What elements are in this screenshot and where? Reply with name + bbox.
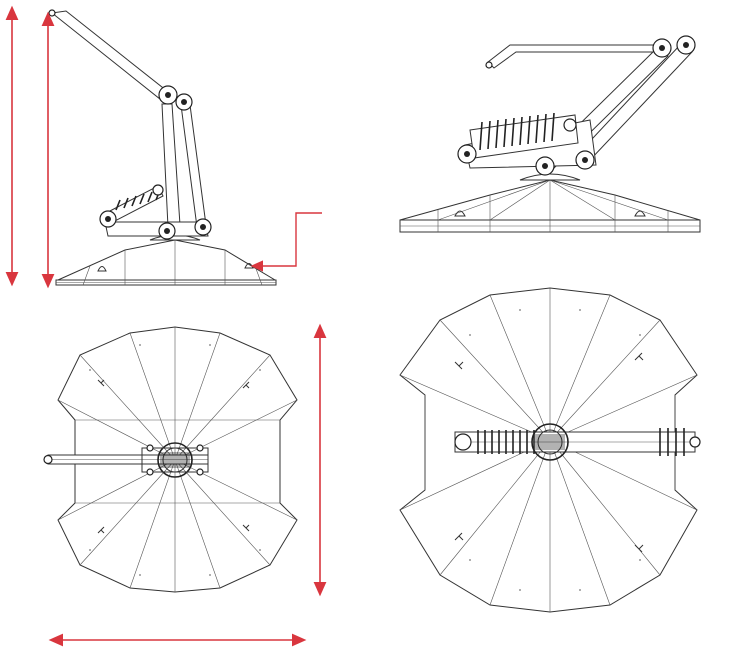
perspective-base-plate [399, 173, 701, 233]
top-view-perspective [399, 287, 701, 613]
side-base-plate [55, 234, 277, 286]
perspective-linkage [457, 35, 696, 176]
perspective-view [399, 35, 701, 233]
dimension-annotations [5, 5, 327, 647]
top-view [43, 326, 298, 593]
side-view [48, 9, 277, 286]
top-mechanism [43, 442, 209, 478]
side-linkage [48, 9, 212, 240]
top-perspective-mechanism [454, 423, 701, 461]
leader-arrow [250, 212, 322, 272]
perspective-spring-shock [469, 112, 579, 159]
